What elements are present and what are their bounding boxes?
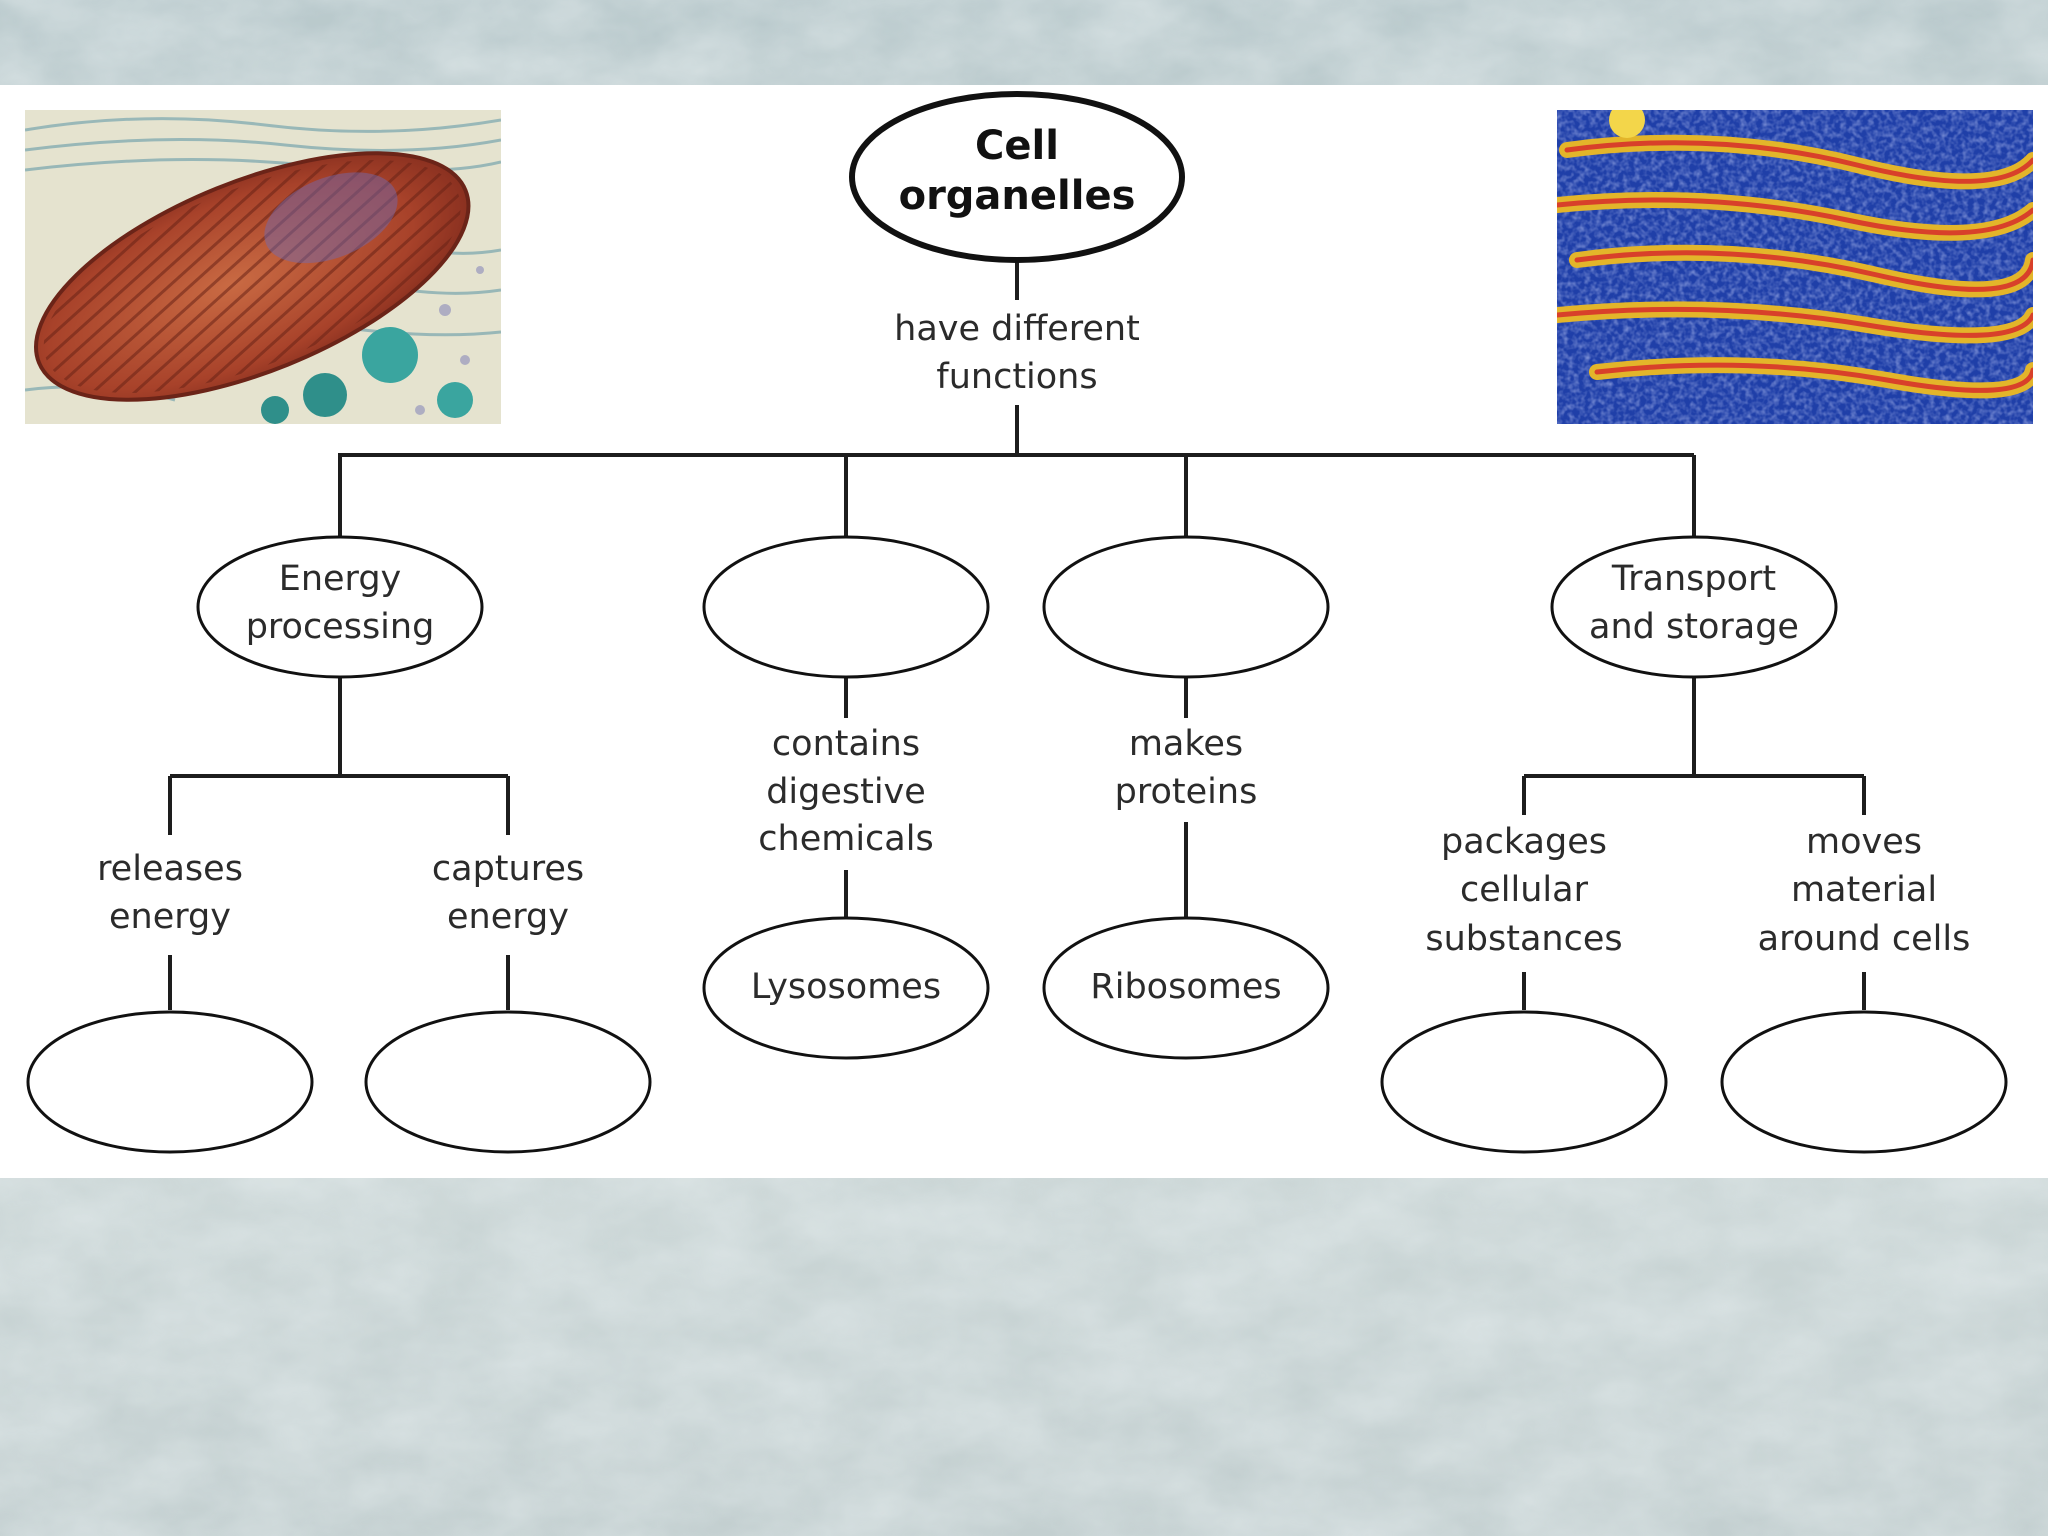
mitochondrion-micrograph [25,110,501,424]
link-protein-2: proteins [1115,772,1258,812]
link-digest-2: digestive [766,772,926,812]
node-energy-processing: Energy processing [196,535,484,679]
link-releases-1: releases [97,849,243,889]
node-ribosomes: Ribosomes [1042,916,1330,1060]
ribosomes-label: Ribosomes [1090,967,1281,1007]
node-transport-storage: Transport and storage [1550,535,1838,679]
node-blank-releases[interactable] [26,1010,314,1154]
connector-lines [168,262,1866,1010]
link-moves-2: material [1791,870,1937,910]
er-micrograph [1557,110,2033,424]
link-captures-1: captures [432,849,584,889]
root-link-line-1: have different [894,309,1140,349]
link-packages-2: cellular [1460,870,1589,910]
node-blank-captures[interactable] [364,1010,652,1154]
link-captures-2: energy [447,897,569,937]
energy-line-1: Energy [279,559,402,599]
node-blank-packages[interactable] [1380,1010,1668,1154]
root-link-line-2: functions [936,357,1097,397]
link-moves-1: moves [1806,822,1922,862]
link-packages-3: substances [1425,919,1622,959]
link-protein-1: makes [1129,724,1243,764]
node-blank-digest[interactable] [702,535,990,679]
transport-line-2: and storage [1589,607,1799,647]
link-packages-1: packages [1441,822,1607,862]
root-line-2: organelles [899,173,1136,219]
link-digest-3: chemicals [758,819,933,859]
link-moves-3: around cells [1758,919,1971,959]
lysosomes-label: Lysosomes [751,967,941,1007]
link-releases-2: energy [109,897,231,937]
link-digest-1: contains [772,724,920,764]
node-lysosomes: Lysosomes [702,916,990,1060]
node-cell-organelles: Cell organelles [849,91,1185,263]
transport-line-1: Transport [1611,559,1776,599]
root-line-1: Cell [975,123,1059,169]
node-blank-moves[interactable] [1720,1010,2008,1154]
node-blank-protein[interactable] [1042,535,1330,679]
energy-line-2: processing [246,607,435,647]
